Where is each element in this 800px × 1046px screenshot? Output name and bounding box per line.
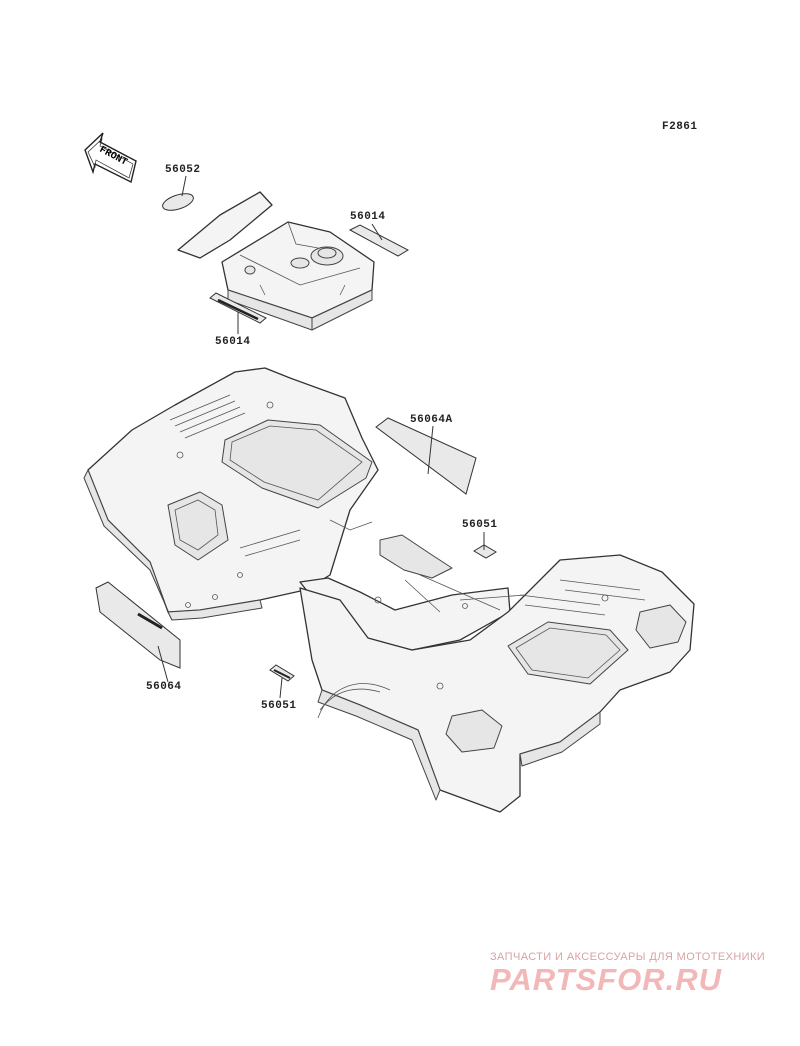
front-upper-cover: [177, 191, 375, 331]
front-fender: [83, 367, 379, 621]
panel-decal-56064a: [375, 417, 477, 495]
small-decal-56051-upper: [473, 544, 497, 559]
oval-decal-56052: [162, 193, 194, 211]
callout-56064a: 56064A: [410, 414, 453, 426]
center-frame: [299, 519, 526, 651]
front-arrow-icon: FRONT: [84, 132, 137, 184]
callout-56051-lower: 56051: [261, 700, 297, 712]
logo-decal-56014: [209, 292, 267, 324]
watermark-tagline: ЗАПЧАСТИ И АКСЕССУАРЫ ДЛЯ МОТОТЕХНИКИ: [490, 951, 766, 963]
leader-lines: [157, 175, 485, 699]
rear-fender: [299, 554, 695, 813]
callout-56052: 56052: [165, 164, 201, 176]
figure-code: F2861: [662, 121, 698, 133]
callout-56014-logo: 56014: [215, 336, 251, 348]
callout-56014-strip: 56014: [350, 211, 386, 223]
strip-decal-56014: [348, 224, 410, 257]
front-decal-56064: [95, 581, 181, 669]
watermark-logo: PARTSFOR.RU: [490, 962, 723, 997]
callout-56051-upper: 56051: [462, 519, 498, 531]
callout-56064: 56064: [146, 681, 182, 693]
small-decal-56051-lower: [269, 664, 295, 682]
